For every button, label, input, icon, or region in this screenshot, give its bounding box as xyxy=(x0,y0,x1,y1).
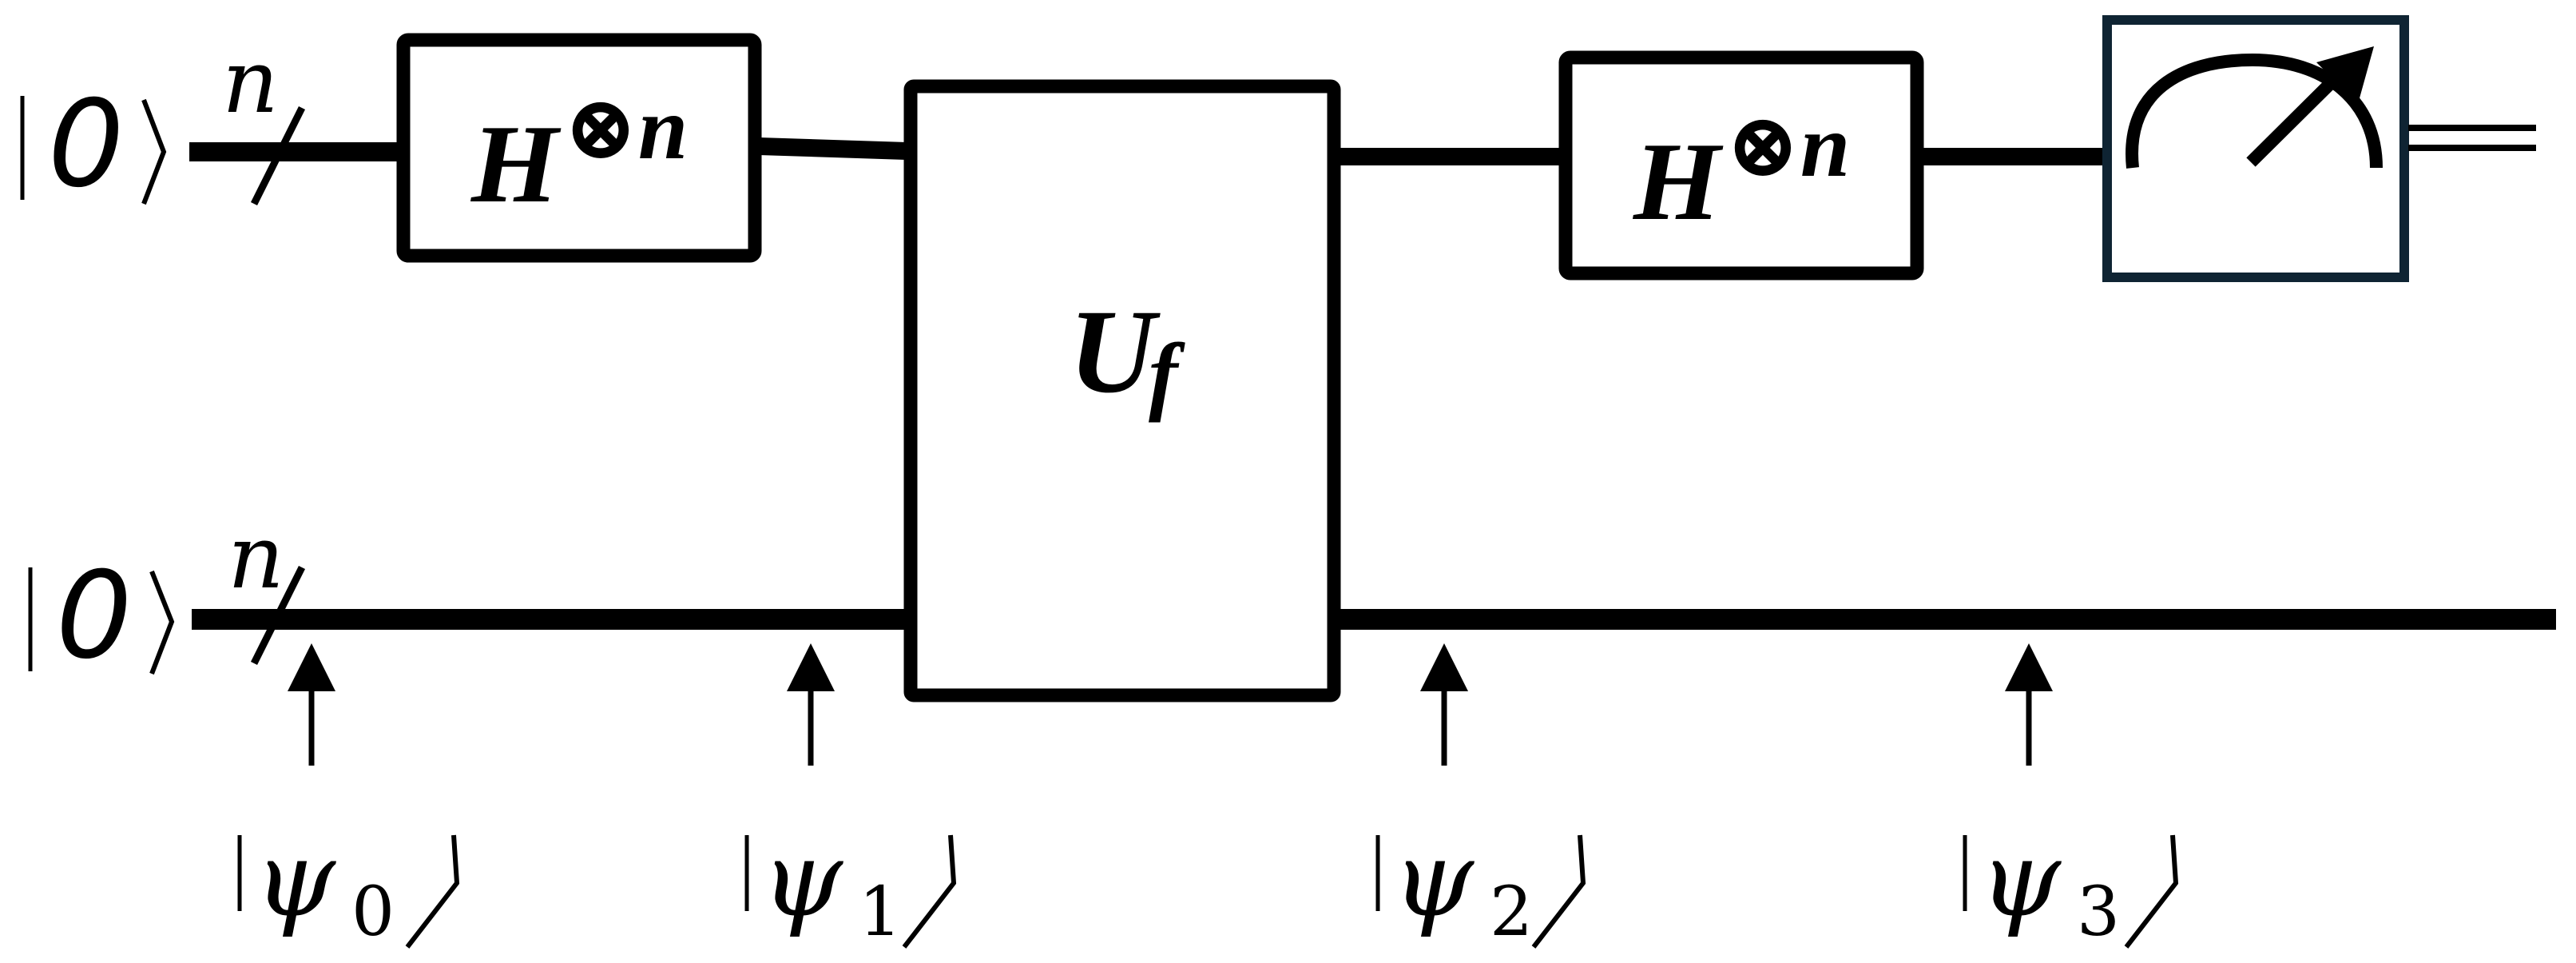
bottom-input-state: 0 xyxy=(56,547,132,686)
state-arrow-0 xyxy=(288,643,335,766)
state-label-1: ψ 1 xyxy=(744,818,957,952)
top-input-ket: 0 xyxy=(20,75,167,214)
hadamard-2-power: ⊗n xyxy=(1725,97,1850,196)
bottom-input-ket: 0 xyxy=(28,547,175,686)
state-0-symbol: ψ xyxy=(254,818,336,940)
bottom-register-size-label: n xyxy=(228,506,284,608)
meter-arrowhead-icon xyxy=(2316,46,2374,104)
state-label-3: ψ 3 xyxy=(1963,818,2179,952)
hadamard-gate-1: H ⊗n xyxy=(396,33,762,263)
state-1-symbol: ψ xyxy=(761,818,843,940)
hadamard-1-power: ⊗n xyxy=(563,79,688,178)
state-3-index: 3 xyxy=(2077,873,2120,952)
meter-arc-icon xyxy=(2125,53,2383,169)
hadamard-2-base: H xyxy=(1632,120,1724,244)
state-2-index: 2 xyxy=(1490,873,1533,952)
meter-needle-icon xyxy=(2246,69,2345,167)
state-label-0: ψ 0 xyxy=(237,818,460,952)
state-2-symbol: ψ xyxy=(1392,818,1475,940)
state-0-index: 0 xyxy=(351,873,395,952)
measurement-meter xyxy=(2102,15,2409,282)
state-label-2: ψ 2 xyxy=(1375,818,1586,952)
top-register-size-label: n xyxy=(222,30,279,133)
state-arrow-3 xyxy=(2005,643,2053,766)
oracle-gate: U f xyxy=(903,79,1341,702)
top-wire-h-to-uf xyxy=(758,137,907,160)
state-3-symbol: ψ xyxy=(1979,818,2062,940)
classical-output-wire xyxy=(2408,125,2536,151)
oracle-base: U xyxy=(1069,285,1161,418)
hadamard-1-base: H xyxy=(470,102,562,226)
state-arrow-1 xyxy=(787,643,835,766)
state-arrow-2 xyxy=(1420,643,1468,766)
top-input-state: 0 xyxy=(48,75,124,214)
hadamard-gate-2: H ⊗n xyxy=(1558,50,1924,281)
state-1-index: 1 xyxy=(859,873,902,952)
